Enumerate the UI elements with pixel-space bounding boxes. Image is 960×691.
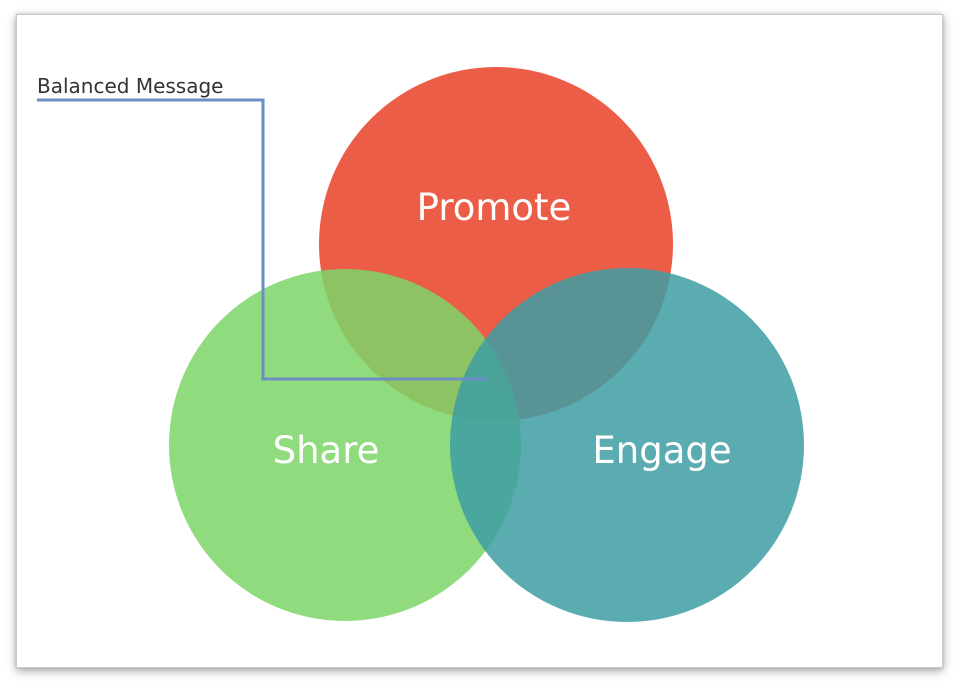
slide-canvas: Balanced Message Promote Share Engage — [16, 14, 943, 668]
share-label: Share — [273, 429, 380, 472]
share-circle — [169, 269, 521, 621]
venn-diagram: Balanced Message Promote Share Engage — [37, 67, 804, 622]
promote-label: Promote — [417, 186, 572, 229]
engage-label: Engage — [592, 429, 731, 472]
engage-circle — [450, 268, 804, 622]
balanced-message-label: Balanced Message — [37, 74, 223, 98]
balanced-message-connector — [37, 98, 487, 381]
